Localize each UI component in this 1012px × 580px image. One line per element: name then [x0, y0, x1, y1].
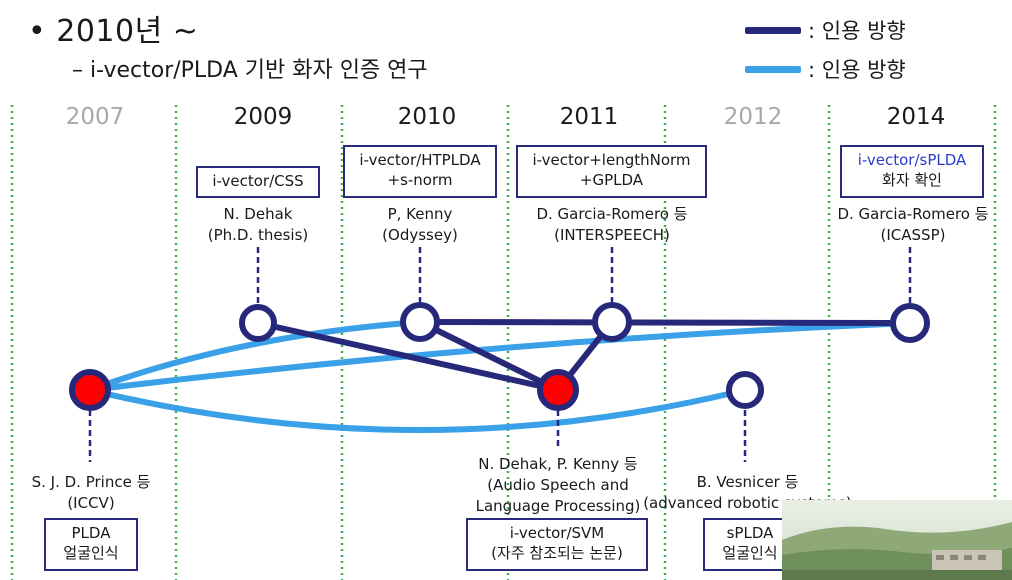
- year-2011: 2011: [559, 104, 619, 130]
- legend-dark-line: [745, 27, 801, 34]
- dark-citation-links: [257, 319, 911, 393]
- citation-garcia-2014: D. Garcia-Romero 등 (ICASSP): [818, 204, 1008, 246]
- method-box-line: 화자 확인: [882, 171, 942, 189]
- legend-light-line: [745, 66, 801, 73]
- citation-venue: (INTERSPEECH): [554, 226, 670, 244]
- campus-photo-image: [782, 500, 1012, 580]
- method-box-line: i-vector/CSS: [212, 172, 304, 190]
- slide-subtitle: – i-vector/PLDA 기반 화자 인증 연구: [72, 58, 428, 83]
- method-box-line: sPLDA: [726, 524, 774, 542]
- paper-nodes: [69, 302, 930, 411]
- method-box-line: +s-norm: [387, 171, 453, 189]
- citation-venue: Language Processing): [475, 497, 641, 515]
- method-box-htplda: i-vector/HTPLDA +s-norm: [343, 145, 497, 198]
- method-box-splda: i-vector/sPLDA 화자 확인: [840, 145, 984, 198]
- citation-author: N. Dehak, P. Kenny 등: [478, 455, 638, 473]
- citation-venue: (Ph.D. thesis): [207, 226, 309, 244]
- year-2007: 2007: [65, 104, 125, 130]
- method-box-line: (자주 참조되는 논문): [491, 544, 623, 562]
- citation-venue: (ICASSP): [880, 226, 946, 244]
- node-garcia-2011: [592, 302, 632, 342]
- year-2014: 2014: [886, 104, 946, 130]
- method-box-line: 얼굴인식: [722, 544, 778, 562]
- citation-author: S. J. D. Prince 등: [31, 473, 151, 491]
- citation-author: D. Garcia-Romero 등: [536, 205, 688, 223]
- year-2012: 2012: [723, 104, 783, 130]
- citation-venue: (Odyssey): [382, 226, 458, 244]
- citation-author: D. Garcia-Romero 등: [837, 205, 989, 223]
- node-dehak-2009: [239, 304, 277, 342]
- method-box-css: i-vector/CSS: [196, 166, 320, 198]
- citation-author: P, Kenny: [387, 205, 453, 223]
- dark-link-kenny-dehakkenny: [418, 319, 560, 393]
- node-prince-2007: [69, 369, 111, 411]
- light-link-prince-garcia2014: [89, 320, 911, 393]
- method-box-gplda: i-vector+lengthNorm +GPLDA: [516, 145, 707, 198]
- year-2010: 2010: [397, 104, 457, 130]
- method-box-line: PLDA: [71, 524, 111, 542]
- citation-author: B. Vesnicer 등: [696, 473, 799, 491]
- citation-venue: (Audio Speech and: [487, 476, 629, 494]
- method-box-line: i-vector+lengthNorm: [532, 151, 691, 169]
- method-box-line: +GPLDA: [579, 171, 644, 189]
- citation-author: N. Dehak: [223, 205, 293, 223]
- campus-photo: [782, 500, 1012, 580]
- node-connectors: [88, 247, 912, 462]
- slide-title: • 2010년 ~: [28, 14, 199, 49]
- node-vesnicer-2012: [726, 371, 764, 409]
- node-dehakkenny-2011: [537, 369, 579, 411]
- dark-link-kenny-garcia2014: [419, 319, 911, 326]
- citation-dehak: N. Dehak (Ph.D. thesis): [178, 204, 338, 246]
- dark-link-dehak-dehakkenny: [257, 320, 559, 393]
- light-link-prince-vesnicer: [89, 387, 746, 433]
- citation-venue: (ICCV): [67, 494, 115, 512]
- method-box-line: i-vector/HTPLDA: [359, 151, 481, 169]
- method-box-plda: PLDA 얼굴인식: [44, 518, 138, 571]
- node-kenny-2010: [400, 302, 440, 342]
- light-link-prince-kenny: [88, 319, 421, 393]
- method-box-line: i-vector/sPLDA: [857, 151, 967, 169]
- citation-dehak-kenny: N. Dehak, P. Kenny 등 (Audio Speech and L…: [458, 454, 658, 517]
- legend-dark-label: : 인용 방향: [808, 19, 906, 43]
- node-garcia-2014: [890, 303, 930, 343]
- method-box-svm: i-vector/SVM (자주 참조되는 논문): [466, 518, 648, 571]
- citation-prince: S. J. D. Prince 등 (ICCV): [6, 472, 176, 514]
- method-box-line: 얼굴인식: [63, 544, 119, 562]
- legend-light-label: : 인용 방향: [808, 58, 906, 82]
- citation-garcia-2011: D. Garcia-Romero 등 (INTERSPEECH): [512, 204, 712, 246]
- method-box-splda-face: sPLDA 얼굴인식: [703, 518, 797, 571]
- year-2009: 2009: [233, 104, 293, 130]
- light-citation-links: [88, 319, 911, 433]
- citation-kenny: P, Kenny (Odyssey): [340, 204, 500, 246]
- method-box-line: i-vector/SVM: [509, 524, 605, 542]
